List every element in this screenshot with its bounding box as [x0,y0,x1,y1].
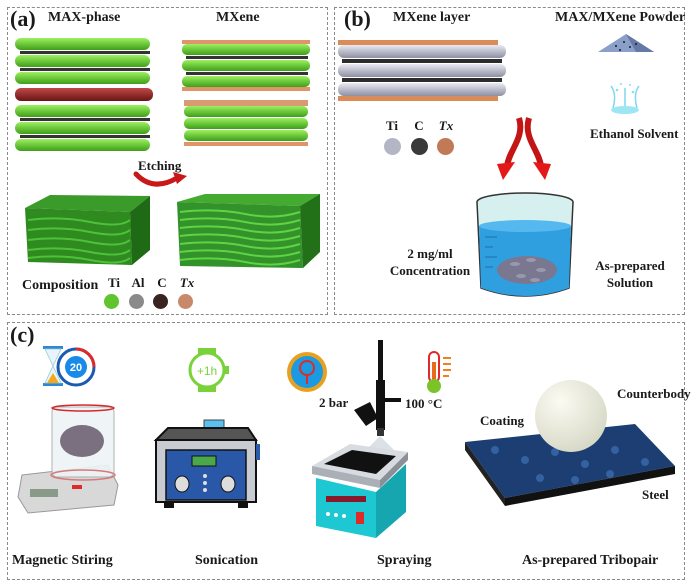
ethanol-splash-icon [610,83,640,114]
mxene-crystal-illustration [182,40,310,146]
steel-label: Steel [642,487,669,502]
max-phase-bulk-block [25,195,150,265]
legend-tx-label: Tx [179,275,195,290]
step-sonication-label: Sonication [195,553,259,568]
sonicator-illustration [153,419,260,508]
legend-al-dot [129,294,144,309]
legend-c-dot [153,294,168,309]
panel-b-label: (b) [344,6,371,31]
legend-b-tx-label: Tx [438,118,454,133]
composition-label: Composition [22,278,99,293]
watch-value: +1h [197,364,217,378]
max-phase-title: MAX-phase [48,10,121,25]
hourglass-timer-icon: 20 [43,346,96,387]
step-tribopair-label: As-prepared Tribopair [522,553,659,568]
solution-label-line2: Solution [606,275,654,290]
hot-plate-illustration [312,444,408,538]
legend-b-c-label: C [414,118,424,133]
magnetic-stirring-balance-illustration [17,404,119,514]
tribopair-illustration [465,380,675,506]
step-magnetic-stirring-label: Magnetic Stiring [12,553,113,568]
legend-b-tx-dot [437,138,454,155]
pressure-gauge-icon [287,352,327,392]
concentration-label: Concentration [389,263,471,278]
legend-b-c-dot [411,138,428,155]
etching-arrow-icon [133,171,187,187]
legend-ti-label: Ti [107,275,121,290]
legend-b-ti-label: Ti [385,118,399,133]
spray-gun-icon [354,340,401,452]
solution-label-line1: As-prepared [595,258,665,273]
legend-ti-dot [104,294,119,309]
etching-label: Etching [138,158,182,173]
step-spraying-label: Spraying [377,553,432,568]
max-phase-crystal-illustration [15,38,153,151]
mxene-bulk-block [177,194,320,268]
mxene-title: MXene [216,10,260,25]
timer-value: 20 [70,362,82,374]
legend-tx-dot [178,294,193,309]
mxene-layer-illustration [338,40,506,101]
panel-c-label: (c) [10,322,35,347]
coating-label: Coating [480,413,525,428]
legend-c-label: C [157,275,167,290]
powder-title: MAX/MXene Powder [555,10,686,25]
pressure-label: 2 bar [319,395,349,410]
legend-b-ti-dot [384,138,401,155]
mxene-layer-title: MXene layer [393,10,471,25]
thermometer-icon [427,351,451,393]
ethanol-solvent-label: Ethanol Solvent [590,126,679,141]
counterbody-label: Counterbody [617,386,691,401]
legend-al-label: Al [131,275,145,290]
mixing-arrows-icon [497,117,551,180]
beaker-solution-illustration [476,192,574,297]
watch-one-hour-icon: +1h [188,348,229,392]
powder-pile-icon [598,34,654,52]
panel-a-label: (a) [10,6,36,31]
concentration-value: 2 mg/ml [407,246,453,261]
temperature-label: 100 °C [405,396,443,411]
